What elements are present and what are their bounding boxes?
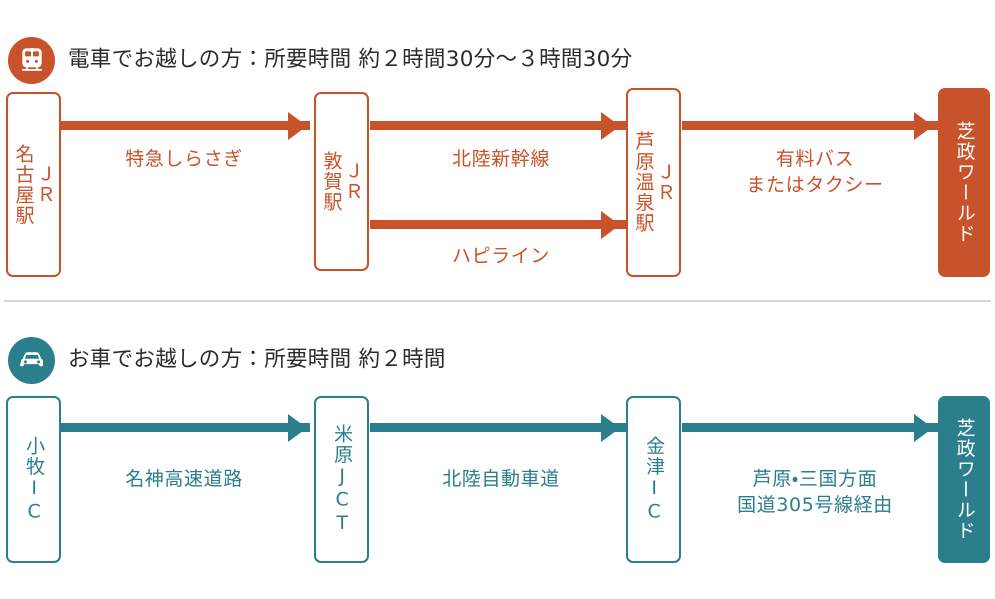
train-edge-label-shirasagi: 特急しらさぎ bbox=[125, 148, 243, 170]
car-node-komaki-ic[interactable]: 小牧IC bbox=[6, 396, 61, 563]
train-header-text: 電車でお越しの方：所要時間 約２時間30分〜３時間30分 bbox=[68, 47, 633, 73]
train-node-destination[interactable]: 芝政ワールド bbox=[938, 88, 990, 277]
train-line-2 bbox=[370, 121, 632, 130]
car-edge-label-meishin: 名神高速道路 bbox=[125, 468, 243, 490]
car-icon bbox=[8, 336, 55, 384]
car-node-maibara-jct[interactable]: 米原JCT bbox=[314, 396, 369, 563]
train-section-header: 電車でお越しの方：所要時間 約２時間30分〜３時間30分 bbox=[8, 36, 632, 84]
train-arrow-2 bbox=[601, 112, 620, 140]
car-header-text: お車でお越しの方：所要時間 約２時間 bbox=[68, 347, 446, 373]
car-edge-label-hokuriku-expressway: 北陸自動車道 bbox=[442, 468, 560, 490]
train-edge-label-hapi-line: ハピライン bbox=[451, 245, 550, 267]
section-divider bbox=[4, 300, 991, 302]
car-arrow-1 bbox=[288, 414, 307, 442]
train-line-3 bbox=[370, 220, 632, 229]
car-node-destination-label: 芝政ワールド bbox=[953, 418, 976, 541]
car-section-header: お車でお越しの方：所要時間 約２時間 bbox=[8, 336, 446, 384]
train-edge-label-hokuriku-shinkansen: 北陸新幹線 bbox=[451, 148, 550, 170]
train-edge-label-bus-taxi: 有料バスまたはタクシー bbox=[746, 148, 884, 197]
car-node-kanazu-ic-label: 金津IC bbox=[643, 435, 666, 524]
car-node-komaki-ic-label: 小牧IC bbox=[23, 435, 46, 524]
train-arrow-1 bbox=[288, 112, 307, 140]
train-line-4 bbox=[682, 121, 944, 130]
train-icon bbox=[8, 36, 55, 84]
car-node-kanazu-ic[interactable]: 金津IC bbox=[626, 396, 681, 563]
car-route: 小牧IC 米原JCT 金津IC 芝政ワールド 名神高速道路 北陸自動車道 芦原・… bbox=[0, 396, 995, 568]
car-line-1 bbox=[58, 423, 310, 432]
car-line-2 bbox=[370, 423, 632, 432]
car-edge-label-route305: 芦原・三国方面国道305号線経由 bbox=[737, 468, 893, 517]
car-node-maibara-jct-label: 米原JCT bbox=[331, 423, 354, 536]
train-node-destination-label: 芝政ワールド bbox=[953, 121, 976, 244]
train-arrow-4 bbox=[914, 112, 933, 140]
car-node-destination[interactable]: 芝政ワールド bbox=[938, 396, 990, 563]
train-line-1 bbox=[58, 121, 310, 130]
car-arrow-2 bbox=[601, 414, 620, 442]
car-arrow-3 bbox=[914, 414, 933, 442]
train-arrow-3 bbox=[601, 211, 620, 239]
car-line-3 bbox=[682, 423, 944, 432]
